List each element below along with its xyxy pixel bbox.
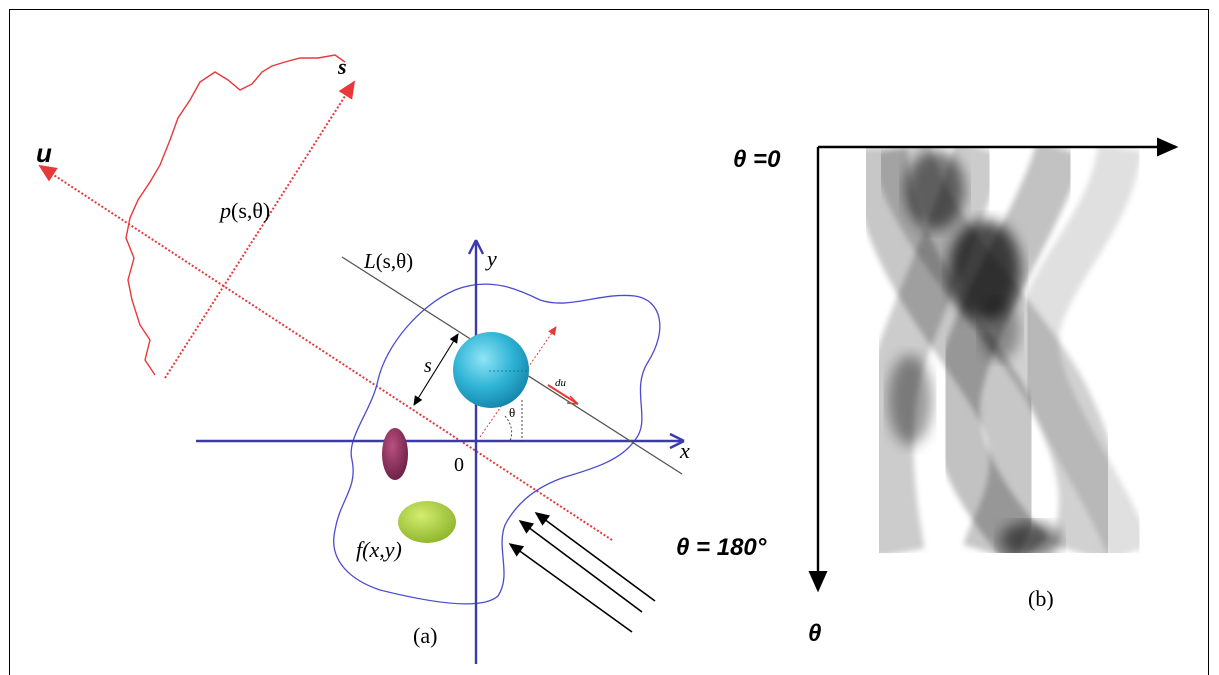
origin-label: 0 — [454, 454, 464, 476]
green-ellipse — [398, 501, 456, 543]
line-L-label: L(s,θ) — [363, 249, 413, 273]
u-axis — [40, 166, 612, 540]
theta-180-label: θ = 180° — [676, 534, 767, 561]
theta-zero-label: θ =0 — [733, 146, 781, 173]
u-label: u — [36, 138, 52, 168]
sinogram-image — [860, 148, 1150, 558]
caption-b: (b) — [1028, 586, 1054, 611]
theta-axis-label: θ — [808, 620, 821, 647]
s-axis — [165, 82, 354, 378]
distance-s-arrow — [414, 334, 458, 405]
ray-1 — [536, 513, 655, 601]
s-axis-label: s — [337, 54, 347, 79]
panel-a: u s p(s,θ) L(s,θ) y x 0 s du θ f(x,y) (a… — [36, 54, 690, 664]
x-axis-label: x — [679, 438, 690, 463]
distance-s-label: s — [424, 355, 432, 377]
ray-2 — [520, 521, 642, 612]
panel-b: θ =0 θ = 180° θ (b) — [676, 146, 1176, 647]
ray-3 — [510, 544, 632, 632]
object-label: f(x,y) — [356, 537, 402, 562]
projection-label: p(s,θ) — [218, 198, 270, 223]
theta-angle-label: θ — [509, 405, 515, 420]
sphere-object — [453, 332, 529, 408]
y-axis-label: y — [485, 246, 497, 271]
caption-a: (a) — [413, 623, 437, 648]
maroon-ellipse — [382, 428, 408, 480]
du-label: du — [555, 377, 567, 389]
